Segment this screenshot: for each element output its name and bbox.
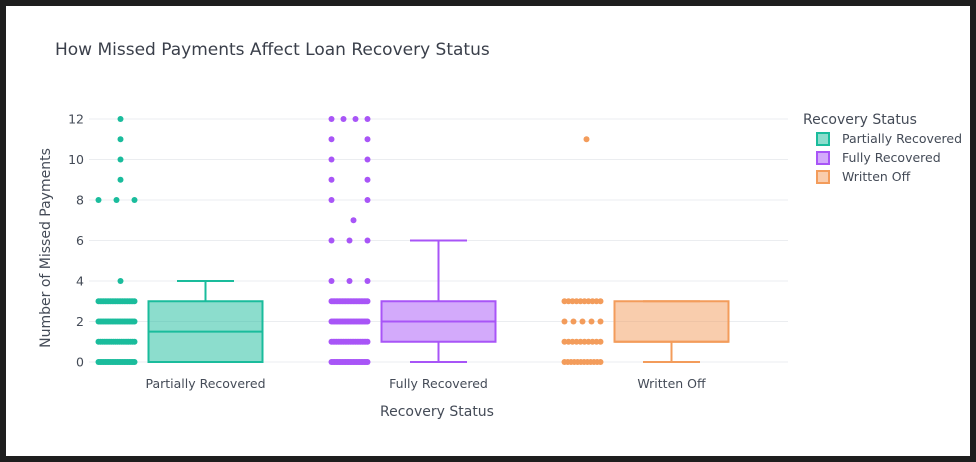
data-point (328, 318, 335, 325)
data-point (579, 318, 586, 325)
chart-frame: How Missed Payments Affect Loan Recovery… (6, 6, 970, 456)
legend-title: Recovery Status (803, 112, 917, 128)
box (613, 300, 730, 343)
data-point (364, 278, 371, 284)
data-point (131, 197, 138, 203)
data-point (364, 176, 371, 183)
y-tick-label: 8 (76, 193, 84, 208)
legend-label: Partially Recovered (842, 131, 962, 146)
y-tick-label: 0 (76, 355, 84, 370)
data-point (117, 136, 124, 143)
y-tick-label: 2 (76, 314, 84, 329)
points-partially-recovered (95, 116, 138, 365)
series-partially-recovered (95, 116, 264, 365)
points-written-off (561, 136, 604, 365)
data-point (340, 116, 347, 122)
legend-label: Written Off (842, 169, 911, 184)
data-point (328, 278, 335, 284)
data-point (117, 176, 124, 183)
data-point (117, 156, 124, 163)
data-point (350, 217, 357, 224)
legend: Recovery Status Partially RecoveredFully… (803, 112, 962, 184)
data-point (346, 237, 353, 244)
data-point (328, 298, 335, 305)
chart-title: How Missed Payments Affect Loan Recovery… (55, 40, 490, 60)
data-point (95, 359, 102, 365)
data-point (561, 338, 568, 345)
data-point (561, 318, 568, 325)
y-tick-label: 10 (68, 152, 84, 167)
y-axis-ticks: 0 2 4 6 8 10 12 (68, 112, 84, 370)
legend-label: Fully Recovered (842, 150, 941, 165)
y-tick-label: 6 (76, 233, 84, 248)
x-tick-label: Fully Recovered (389, 376, 488, 391)
data-point (346, 278, 353, 284)
box-plot-chart: How Missed Payments Affect Loan Recovery… (38, 40, 962, 420)
data-point (364, 156, 371, 163)
data-point (561, 298, 568, 305)
y-tick-label: 4 (76, 274, 84, 289)
data-point (364, 136, 371, 143)
data-point (561, 359, 568, 365)
data-point (95, 197, 102, 203)
legend-swatch (816, 151, 830, 165)
data-point (328, 176, 335, 183)
plot-area (95, 116, 730, 365)
data-point (364, 237, 371, 244)
data-point (328, 116, 335, 122)
x-tick-label: Written Off (637, 376, 706, 391)
data-point (364, 197, 371, 203)
x-tick-label: Partially Recovered (145, 376, 265, 391)
data-point (95, 298, 102, 305)
legend-swatch (816, 132, 830, 146)
data-point (588, 318, 595, 325)
data-point (328, 156, 335, 163)
data-point (117, 116, 124, 122)
data-point (328, 237, 335, 244)
data-point (117, 278, 124, 284)
data-point (95, 318, 102, 325)
legend-item-written-off: Written Off (816, 169, 911, 184)
data-point (328, 359, 335, 365)
data-point (95, 338, 102, 345)
data-point (364, 116, 371, 122)
points-fully-recovered (328, 116, 371, 365)
data-point (328, 197, 335, 203)
y-tick-label: 12 (68, 112, 84, 127)
data-point (328, 338, 335, 345)
data-point (583, 136, 590, 143)
y-axis-title: Number of Missed Payments (38, 148, 54, 348)
data-point (328, 136, 335, 143)
data-point (570, 318, 577, 325)
x-axis-ticks: Partially Recovered Fully Recovered Writte… (145, 376, 706, 391)
data-point (597, 318, 604, 325)
x-axis-title: Recovery Status (380, 404, 494, 420)
legend-item-partially-recovered: Partially Recovered (816, 131, 962, 146)
data-point (352, 116, 359, 122)
data-point (113, 197, 120, 203)
series-written-off (561, 136, 730, 365)
series-fully-recovered (328, 116, 497, 365)
legend-item-fully-recovered: Fully Recovered (816, 150, 941, 165)
legend-swatch (816, 170, 830, 184)
